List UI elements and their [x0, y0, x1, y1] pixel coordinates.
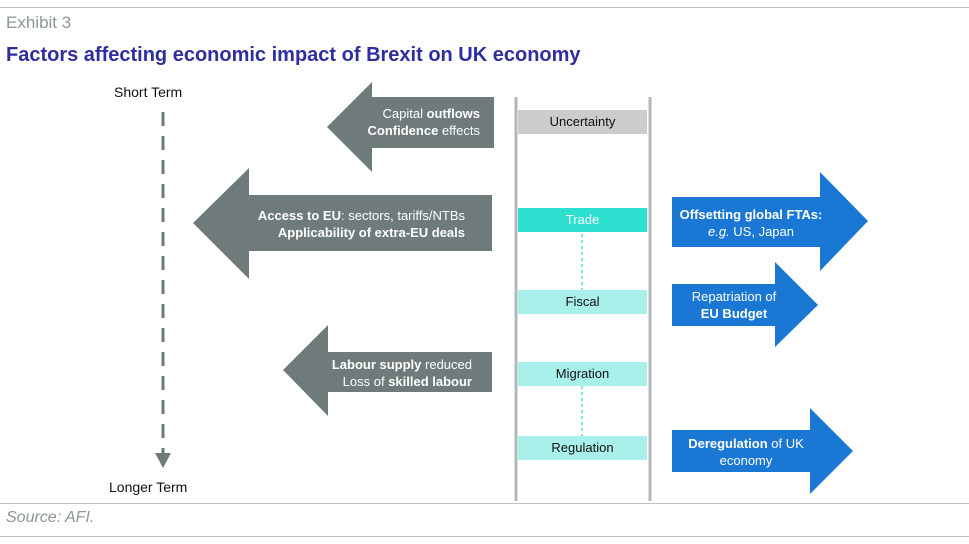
timeline-end-label: Longer Term — [109, 479, 188, 495]
timeline-arrowhead — [155, 453, 171, 468]
top-rule — [0, 7, 969, 8]
source-note: Source: AFI. — [6, 509, 95, 526]
timeline-start-label: Short Term — [114, 84, 183, 100]
positive-arrow-deregulation — [672, 408, 853, 494]
negative-text-capital: Capital outflows Confidence effects — [367, 106, 480, 138]
factor-uncertainty: Uncertainty — [518, 110, 647, 134]
positive-arrow-eu-budget — [672, 262, 818, 347]
footer-rule — [0, 536, 969, 537]
negative-arrow-capital — [327, 82, 494, 172]
positive-arrow-ftas — [672, 172, 868, 271]
positive-text-deregulation: Deregulation of UK economy — [688, 436, 804, 468]
page-title: Factors affecting economic impact of Bre… — [6, 44, 581, 66]
factor-trade: Trade — [518, 208, 647, 232]
factor-regulation: Regulation — [518, 436, 647, 460]
negative-text-labour: Labour supply reduced Loss of skilled la… — [331, 357, 472, 389]
factor-fiscal: Fiscal — [518, 290, 647, 314]
negative-text-access-eu: Access to EU: sectors, tariffs/NTBs Appl… — [257, 208, 465, 240]
exhibit-label: Exhibit 3 — [6, 13, 72, 32]
bottom-rule — [0, 503, 969, 504]
positive-text-eu-budget: Repatriation of EU Budget — [691, 289, 777, 321]
factor-migration: Migration — [518, 362, 647, 386]
negative-arrow-labour — [283, 325, 492, 416]
negative-arrow-access-eu — [193, 168, 492, 279]
positive-text-ftas: Offsetting global FTAs: e.g. US, Japan — [679, 207, 823, 239]
